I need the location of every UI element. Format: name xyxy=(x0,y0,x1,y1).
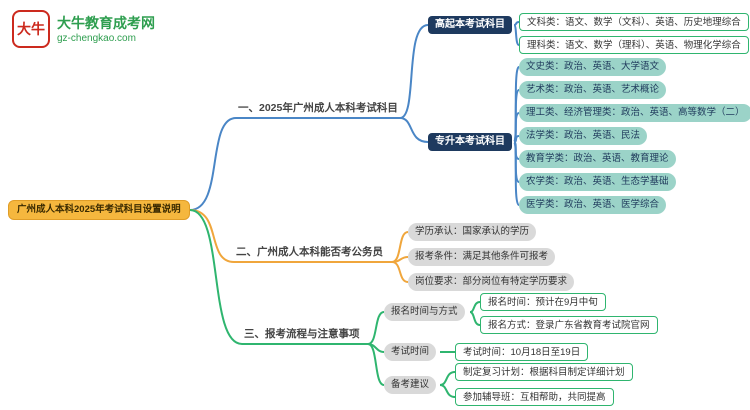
branch-2-connectors xyxy=(189,209,409,283)
leaf-node: 文史类：政治、英语、大学语文 xyxy=(519,58,667,76)
branch-1-connectors xyxy=(189,21,520,211)
node-signup-time-method: 报名时间与方式 xyxy=(384,303,465,321)
branch-3-label: 三、报考流程与注意事项 xyxy=(244,328,360,340)
leaf-node: 报考条件：满足其他条件可报考 xyxy=(408,248,556,266)
logo-title: 大牛教育成考网 xyxy=(57,14,155,31)
branch-2-label: 二、广州成人本科能否考公务员 xyxy=(236,246,383,258)
leaf-node: 艺术类：政治、英语、艺术概论 xyxy=(519,81,667,99)
node-prep-advice: 备考建议 xyxy=(384,376,437,394)
root-node: 广州成人本科2025年考试科目设置说明 xyxy=(8,200,190,220)
leaf-node: 参加辅导班：互相帮助，共同提高 xyxy=(455,388,614,406)
leaf-node: 报名时间：预计在9月中旬 xyxy=(480,293,606,311)
leaf-node: 教育学类：政治、英语、教育理论 xyxy=(519,150,676,168)
leaf-node: 医学类：政治、英语、医学综合 xyxy=(519,196,667,214)
leaf-node: 制定复习计划：根据科目制定详细计划 xyxy=(455,363,633,381)
logo-text: 大牛教育成考网 gz-chengkao.com xyxy=(57,14,155,45)
node-high-start-exam: 高起本考试科目 xyxy=(428,16,512,34)
leaf-node: 农学类：政治、英语、生态学基础 xyxy=(519,173,676,191)
site-logo: 大牛 大牛教育成考网 gz-chengkao.com xyxy=(12,10,155,48)
leaf-node: 学历承认：国家承认的学历 xyxy=(408,223,537,241)
leaf-node: 理科类：语文、数学（理科）、英语、物理化学综合 xyxy=(519,36,749,54)
node-exam-time: 考试时间 xyxy=(384,343,437,361)
leaf-node: 考试时间：10月18日至19日 xyxy=(455,343,589,361)
leaf-node: 岗位要求：部分岗位有特定学历要求 xyxy=(408,273,575,291)
node-upgrade-exam: 专升本考试科目 xyxy=(428,133,512,151)
leaf-node: 法学类：政治、英语、民法 xyxy=(519,127,648,145)
leaf-node: 报名方式：登录广东省教育考试院官网 xyxy=(480,316,658,334)
branch-3-connectors xyxy=(189,209,481,398)
leaf-node: 文科类：语文、数学（文科）、英语、历史地理综合 xyxy=(519,13,749,31)
logo-mark-text: 大牛 xyxy=(17,21,45,37)
logo-url: gz-chengkao.com xyxy=(57,32,136,44)
leaf-node: 理工类、经济管理类：政治、英语、高等数学（二） xyxy=(519,104,750,122)
logo-bull-icon: 大牛 xyxy=(12,10,50,48)
branch-1-label: 一、2025年广州成人本科考试科目 xyxy=(238,102,398,114)
